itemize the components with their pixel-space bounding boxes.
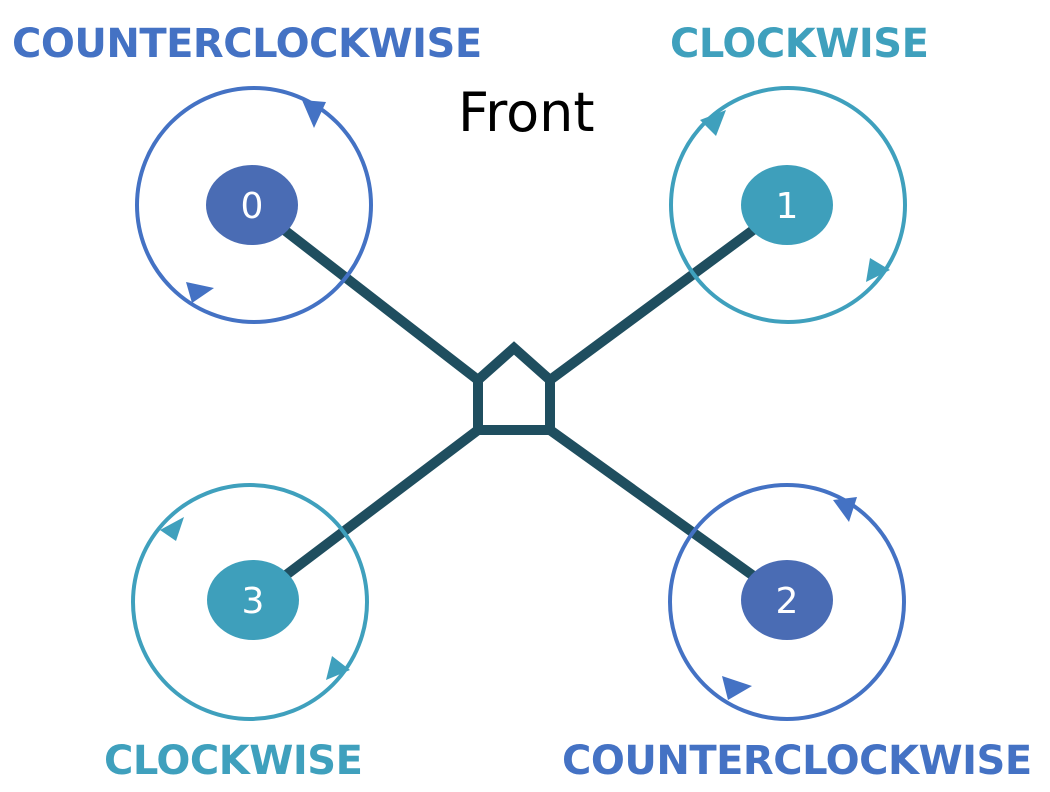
direction-label-motor-3: CLOCKWISE xyxy=(104,738,363,784)
motor-1: 1 xyxy=(669,86,907,324)
front-label: Front xyxy=(458,81,595,144)
arrow-head-1-bottom xyxy=(866,258,890,282)
arrow-head-0-top xyxy=(302,100,326,128)
frame xyxy=(247,200,792,605)
motor-disc-0 xyxy=(206,165,298,245)
rotation-ring-3 xyxy=(131,483,369,721)
motor-number-0: 0 xyxy=(241,186,264,227)
motor-0: 0 xyxy=(135,86,373,324)
motor-number-1: 1 xyxy=(776,186,799,227)
motor-number-2: 2 xyxy=(776,581,799,622)
direction-label-motor-1: CLOCKWISE xyxy=(670,21,929,67)
direction-label-motor-0: COUNTERCLOCKWISE xyxy=(12,21,482,67)
body-front-arrow xyxy=(473,341,555,435)
motor-3: 3 xyxy=(131,483,369,721)
arm-front-left xyxy=(247,200,483,385)
arrow-head-2-top xyxy=(833,497,857,522)
rotation-ring-2 xyxy=(668,483,906,721)
arrow-head-3-bottom xyxy=(326,656,350,680)
arm-front-right xyxy=(545,200,792,385)
arm-rear-left xyxy=(248,425,483,605)
arrow-head-0-bottom xyxy=(186,282,214,303)
motor-number-3: 3 xyxy=(242,581,265,622)
arrow-head-2-bottom xyxy=(722,676,752,700)
motor-disc-1 xyxy=(741,165,833,245)
arm-rear-right xyxy=(545,425,792,605)
motor-disc-3 xyxy=(207,560,299,640)
arrow-head-1-top xyxy=(700,110,726,136)
rotation-ring-0 xyxy=(135,86,373,324)
rotation-ring-1 xyxy=(669,86,907,324)
arrow-head-3-top xyxy=(160,517,184,541)
motor-disc-2 xyxy=(741,560,833,640)
direction-label-motor-2: COUNTERCLOCKWISE xyxy=(562,738,1032,784)
motor-2: 2 xyxy=(668,483,906,721)
